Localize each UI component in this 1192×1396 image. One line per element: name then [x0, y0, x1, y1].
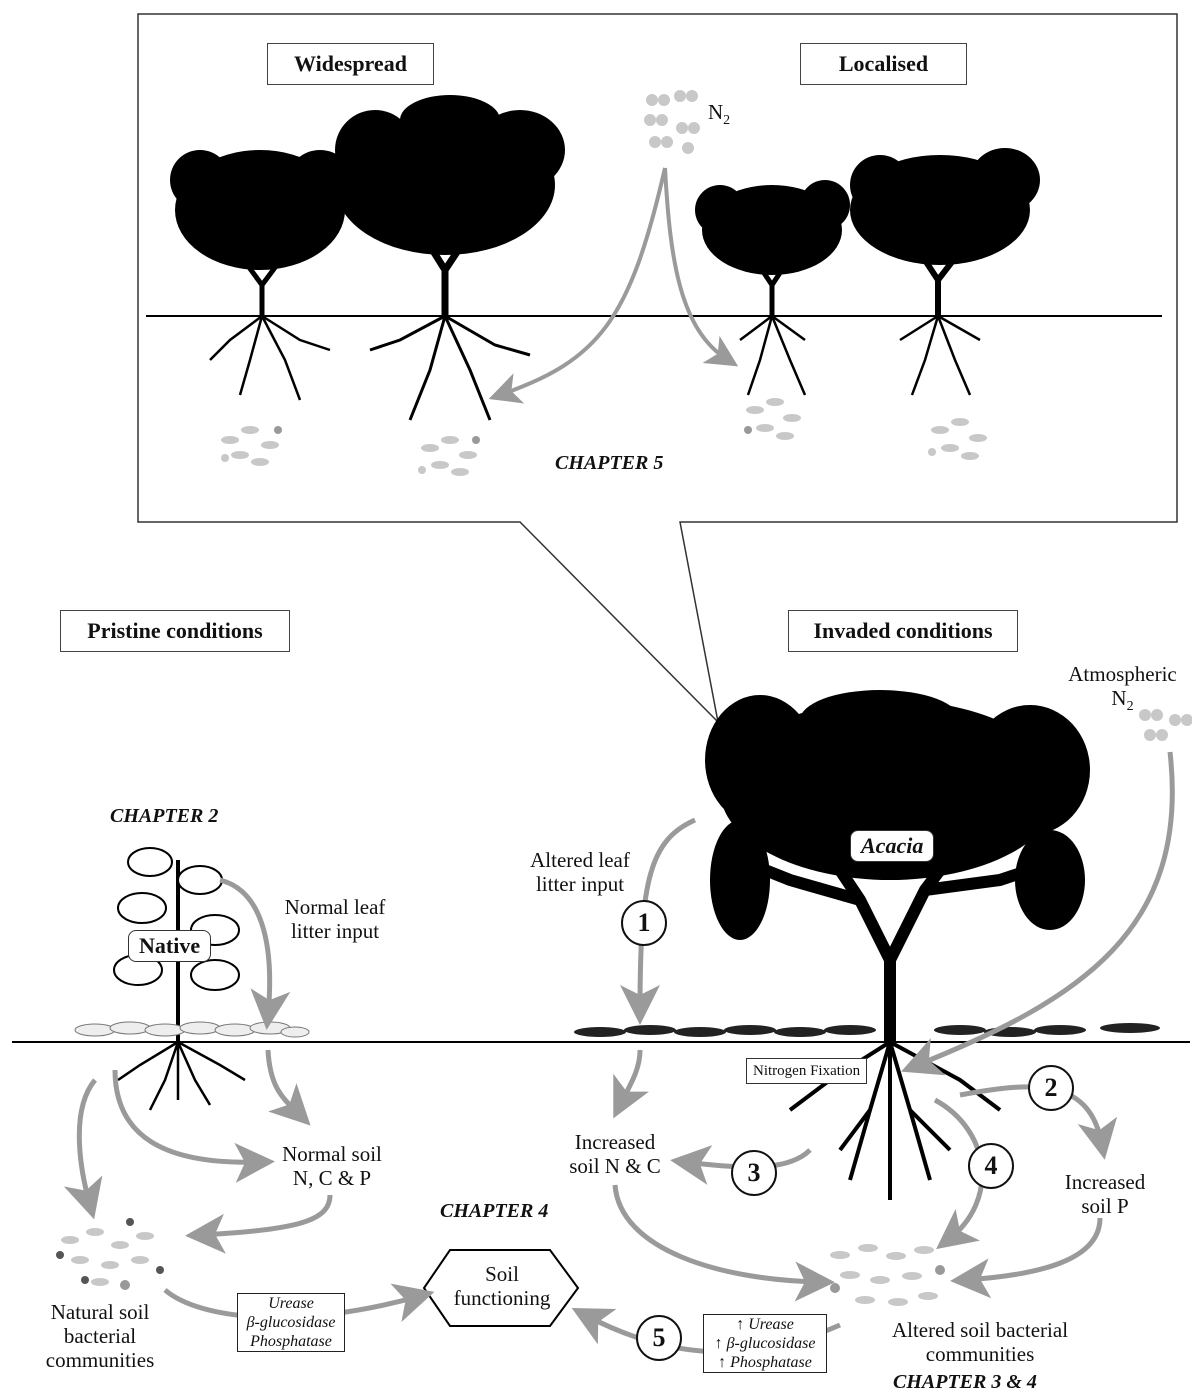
pristine-title: Pristine conditions: [60, 610, 290, 652]
bacteria-cluster-top-2: [418, 436, 480, 476]
altered-bacteria-label: Altered soil bacterial communities: [860, 1318, 1100, 1366]
natural-enzymes-box: Urease β-glucosidase Phosphatase: [237, 1293, 345, 1352]
soil-functioning-label: Soil functioning: [432, 1262, 572, 1310]
increased-p-line1: Increased: [1035, 1170, 1175, 1194]
normal-soil-line2: N, C & P: [262, 1166, 402, 1190]
invaded-title: Invaded conditions: [788, 610, 1018, 652]
natural-bacteria-line2: bacterial: [25, 1324, 175, 1348]
arrow-root-to-soil: [115, 1070, 260, 1162]
localised-tree-2: [850, 148, 1040, 395]
chapter5-label: CHAPTER 5: [555, 452, 663, 475]
bacteria-cluster-top-4: [928, 418, 987, 460]
native-plant: [114, 848, 245, 1110]
natural-bacteria-line3: communities: [25, 1348, 175, 1372]
arrow-normal-litter: [220, 880, 270, 1015]
acacia-leaf-litter: [574, 1023, 1160, 1037]
increased-p-line2: soil P: [1035, 1194, 1175, 1218]
arrow-root-to-bacteria: [79, 1080, 95, 1205]
altered-enzyme-urease: ↑ Urease: [704, 1315, 826, 1334]
atmospheric-n2-label: Atmospheric N2: [1055, 662, 1190, 719]
atmospheric-line2: N2: [1055, 686, 1190, 719]
altered-litter-label: Altered leaf litter input: [510, 848, 650, 896]
step-1-circle: 1: [621, 900, 667, 946]
n2-top-label: N2: [708, 100, 730, 133]
n2-top-n: N: [708, 100, 723, 124]
normal-litter-line1: Normal leaf: [265, 895, 405, 919]
natural-bacteria-cluster: [56, 1218, 164, 1290]
altered-enzyme-phosphatase: ↑ Phosphatase: [704, 1353, 826, 1372]
atmospheric-sub: 2: [1127, 699, 1134, 714]
widespread-tree-1: [170, 150, 352, 400]
altered-litter-line2: litter input: [510, 872, 650, 896]
natural-enzyme-phosphatase: Phosphatase: [238, 1332, 344, 1351]
localised-tree-1: [695, 180, 850, 395]
soil-functioning-line1: Soil: [432, 1262, 572, 1286]
widespread-tree-2: [335, 95, 565, 420]
native-plant-label: Native: [128, 930, 211, 962]
step-4-circle: 4: [968, 1143, 1014, 1189]
normal-litter-line2: litter input: [265, 919, 405, 943]
altered-enzyme-glucosidase: ↑ β-glucosidase: [704, 1334, 826, 1353]
chapter2-label: CHAPTER 2: [110, 805, 218, 828]
step-2-circle: 2: [1028, 1065, 1074, 1111]
widespread-label: Widespread: [267, 43, 434, 85]
increased-p-label: Increased soil P: [1035, 1170, 1175, 1218]
arrow-acacia-litter-to-soil: [620, 1050, 640, 1105]
altered-bacteria-line1: Altered soil bacterial: [860, 1318, 1100, 1342]
n2-molecules-top: [644, 90, 700, 154]
altered-bacteria-cluster: [830, 1244, 945, 1306]
arrow-soil-to-bacteria: [200, 1195, 330, 1235]
chapter4-label: CHAPTER 4: [440, 1200, 548, 1223]
natural-enzyme-glucosidase: β-glucosidase: [238, 1313, 344, 1332]
natural-bacteria-line1: Natural soil: [25, 1300, 175, 1324]
arrow-nc-to-bacteria: [615, 1185, 820, 1282]
increased-nc-label: Increased soil N & C: [545, 1130, 685, 1178]
altered-enzymes-box: ↑ Urease ↑ β-glucosidase ↑ Phosphatase: [703, 1314, 827, 1373]
native-leaf-litter: [75, 1022, 309, 1037]
step-5-circle: 5: [636, 1315, 682, 1361]
atmospheric-line1: Atmospheric: [1055, 662, 1190, 686]
soil-functioning-line2: functioning: [432, 1286, 572, 1310]
step-3-circle: 3: [731, 1150, 777, 1196]
increased-nc-line2: soil N & C: [545, 1154, 685, 1178]
atmospheric-n: N: [1111, 686, 1126, 710]
bacteria-cluster-top-3: [744, 398, 801, 440]
n2-top-sub: 2: [723, 113, 730, 128]
normal-soil-label: Normal soil N, C & P: [262, 1142, 402, 1190]
normal-litter-label: Normal leaf litter input: [265, 895, 405, 943]
natural-bacteria-label: Natural soil bacterial communities: [25, 1300, 175, 1372]
acacia-label: Acacia: [850, 830, 934, 862]
natural-enzyme-urease: Urease: [238, 1294, 344, 1313]
chapter34-label: CHAPTER 3 & 4: [893, 1371, 1037, 1394]
localised-label: Localised: [800, 43, 967, 85]
arrow-litter-to-soil: [268, 1050, 300, 1115]
acacia-tree: [705, 690, 1090, 1200]
bacteria-cluster-top-1: [221, 426, 282, 466]
nitrogen-fixation-label: Nitrogen Fixation: [746, 1058, 867, 1084]
altered-bacteria-line2: communities: [860, 1342, 1100, 1366]
altered-litter-line1: Altered leaf: [510, 848, 650, 872]
increased-nc-line1: Increased: [545, 1130, 685, 1154]
normal-soil-line1: Normal soil: [262, 1142, 402, 1166]
arrow-p-to-bacteria: [965, 1218, 1100, 1280]
